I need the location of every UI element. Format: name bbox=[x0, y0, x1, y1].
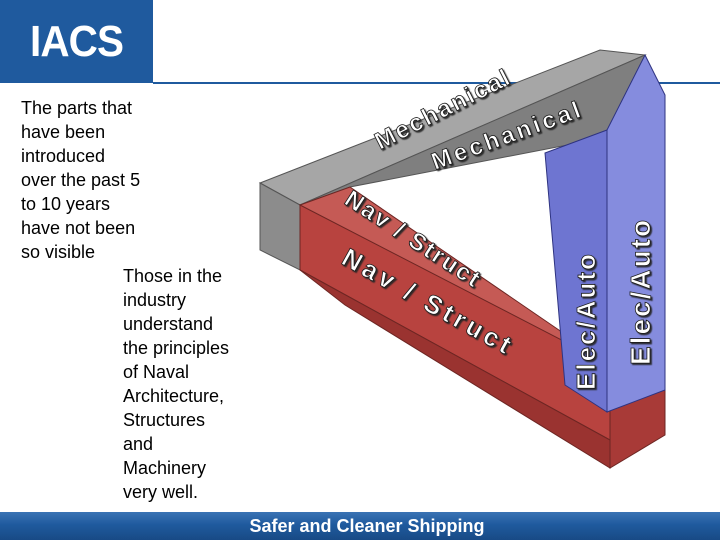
logo-text: IACS bbox=[29, 16, 124, 66]
naval-struct-beam bbox=[298, 186, 666, 469]
elec-auto-label-left: Elec/Auto bbox=[571, 252, 601, 390]
footer-bar: Safer and Cleaner Shipping bbox=[0, 512, 720, 540]
header-rule bbox=[153, 82, 720, 84]
footer-tagline: Safer and Cleaner Shipping bbox=[249, 515, 485, 536]
elec-auto-beam bbox=[544, 53, 666, 413]
mechanical-beam bbox=[258, 49, 647, 271]
elec-auto-label-right: Elec/Auto bbox=[625, 218, 656, 365]
industry-paragraph: Those in the industry understand the pri… bbox=[123, 266, 230, 502]
intro-paragraph: The parts that have been introduced over… bbox=[21, 98, 141, 262]
impossible-triangle-diagram: Mechanical Mechanical Nav / Struct Nav /… bbox=[258, 49, 666, 469]
iacs-logo: IACS bbox=[0, 0, 153, 83]
naval-struct-beam-bottom bbox=[299, 269, 611, 469]
elec-auto-beam-right bbox=[606, 53, 666, 413]
